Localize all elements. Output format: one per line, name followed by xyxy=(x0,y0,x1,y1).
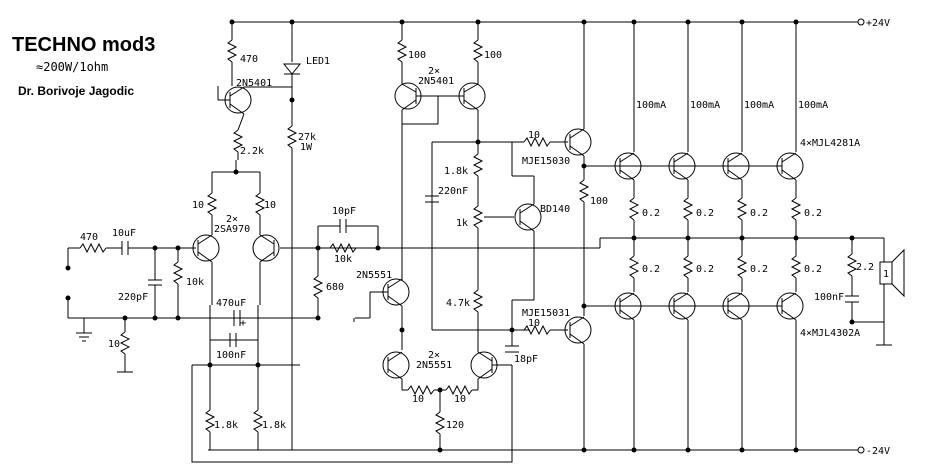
tail-left-resistor-label: 1.8k xyxy=(214,420,238,431)
output-pnp-label: 4×MJL4302A xyxy=(800,328,860,339)
input-capacitor-label: 10uF xyxy=(112,228,136,239)
output-resistor xyxy=(628,197,640,221)
mirror-count: 2× xyxy=(428,66,440,77)
output-resistor xyxy=(736,197,748,221)
led-resistor-label: 27k xyxy=(298,132,316,143)
lower-pair-count: 2× xyxy=(428,350,440,361)
power-rating: ≈200W/1ohm xyxy=(36,60,109,74)
ccs-mid-resistor-label: 2.2k xyxy=(240,146,264,157)
vas-lower xyxy=(353,278,519,450)
output-devices: 100mA 0.2 0.2 100mA 0.2 0.2 100mA 0.2 0.2 100mA 0.… xyxy=(614,19,828,453)
output-emitter-bottom-label: 0.2 xyxy=(804,264,822,275)
output-current-label: 100mA xyxy=(690,100,720,111)
mirror-resistor-right-label: 100 xyxy=(484,50,502,61)
output-emitter-top-label: 0.2 xyxy=(750,208,768,219)
output-current-label: 100mA xyxy=(798,100,828,111)
lower-tail-resistor-label: 120 xyxy=(446,420,464,431)
feedback-resistor-label: 680 xyxy=(326,282,344,293)
output-current-label: 100mA xyxy=(744,100,774,111)
zobel-network xyxy=(845,238,905,346)
output-resistor xyxy=(628,255,640,279)
diff-emitter-right-label: 10 xyxy=(264,200,276,211)
vas-transistor-label: 2N5551 xyxy=(356,270,392,281)
bias-cap-label: 220nF xyxy=(438,186,468,197)
diff-pair-count: 2× xyxy=(226,214,238,225)
author-credit: Dr. Borivoje Jagodic xyxy=(18,84,135,98)
zobel-resistor-label: 2.2 xyxy=(856,262,874,273)
output-resistor xyxy=(682,197,694,221)
input-network xyxy=(68,241,300,373)
bias-bottom-resistor-label: 4.7k xyxy=(446,298,470,309)
driver-top-resistor-label: 10 xyxy=(528,130,540,141)
output-emitter-bottom-label: 0.2 xyxy=(750,264,768,275)
output-emitter-bottom-label: 0.2 xyxy=(642,264,660,275)
tail-right-resistor-label: 1.8k xyxy=(262,420,286,431)
schematic-title: TECHNO mod3 xyxy=(12,34,156,56)
feedback-cap-label: 470uF xyxy=(216,298,246,309)
led-label: LED1 xyxy=(306,56,330,67)
bypass-cap-label: 100nF xyxy=(216,350,246,361)
ccs-transistor-label: 2N5401 xyxy=(236,78,272,89)
bias-top-resistor-label: 1.8k xyxy=(444,166,468,177)
lower-pair-type: 2N5551 xyxy=(416,360,452,371)
diff-emitter-left-label: 10 xyxy=(192,200,204,211)
negative-rail-label: -24V xyxy=(866,446,890,457)
output-current-label: 100mA xyxy=(636,100,666,111)
speaker-label: 1 xyxy=(883,269,889,280)
drivers xyxy=(511,22,620,450)
output-resistor xyxy=(736,255,748,279)
driver-bottom-type: MJE15031 xyxy=(522,308,570,319)
miller-cap-label: 18pF xyxy=(514,354,538,365)
output-resistor xyxy=(682,255,694,279)
driver-top-type: MJE15030 xyxy=(522,156,570,167)
diff-pair-type: 2SA970 xyxy=(214,224,250,235)
comp-cap-label: 10pF xyxy=(332,206,356,217)
ccs-top-resistor-label: 470 xyxy=(240,54,258,65)
output-resistor xyxy=(790,255,802,279)
bias-transistor-label: BD140 xyxy=(540,204,570,215)
vas-mirror xyxy=(394,22,486,280)
positive-rail-label: +24V xyxy=(866,18,890,29)
ground-resistor-label: 10 xyxy=(108,339,120,350)
bias-resistor-label: 10k xyxy=(186,277,204,288)
bias-pot-label: 1k xyxy=(456,218,468,229)
zobel-cap-label: 100nF xyxy=(814,292,844,303)
feedback-network xyxy=(204,219,600,450)
mirror-type: 2N5401 xyxy=(418,76,454,87)
lower-emitter-right-label: 10 xyxy=(454,394,466,405)
output-emitter-bottom-label: 0.2 xyxy=(696,264,714,275)
mirror-resistor-left-label: 100 xyxy=(408,50,426,61)
output-emitter-top-label: 0.2 xyxy=(642,208,660,219)
rails xyxy=(208,18,865,454)
feedback-cap-polarity: + xyxy=(240,318,246,329)
output-resistor xyxy=(790,197,802,221)
output-emitter-top-label: 0.2 xyxy=(696,208,714,219)
return-loop xyxy=(191,365,513,463)
comp-resistor-label: 10k xyxy=(334,254,352,265)
driver-link-resistor-label: 100 xyxy=(590,196,608,207)
input-resistor-label: 470 xyxy=(80,232,98,243)
filter-capacitor-label: 220pF xyxy=(118,292,148,303)
lower-emitter-left-label: 10 xyxy=(412,394,424,405)
output-npn-label: 4×MJL4281A xyxy=(800,138,860,149)
bias-network xyxy=(425,141,542,331)
led-resistor-power-label: 1W xyxy=(300,142,313,153)
output-emitter-top-label: 0.2 xyxy=(804,208,822,219)
driver-bottom-resistor-label: 10 xyxy=(528,318,540,329)
